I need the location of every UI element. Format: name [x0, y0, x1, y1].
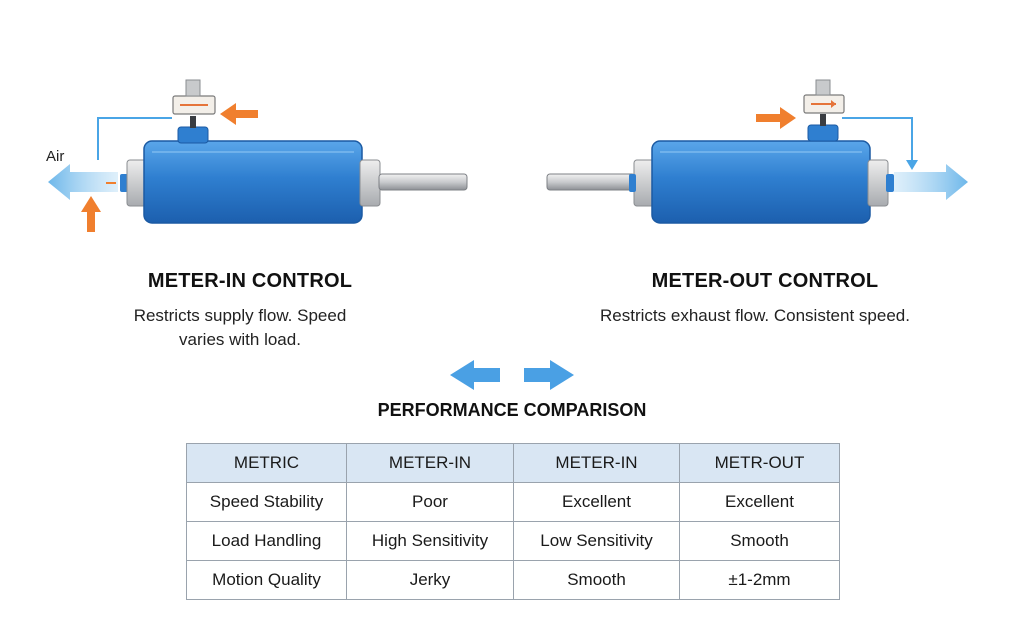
table-cell: Speed Stability — [186, 482, 347, 522]
valve-knob-right — [815, 79, 831, 96]
piston-rod — [378, 173, 468, 191]
header-cell: METER-IN — [346, 443, 514, 483]
meter-out-cylinder — [546, 79, 968, 224]
exhaust-flow-arrow-right — [894, 164, 968, 200]
table-cell: Smooth — [679, 521, 840, 561]
table-row: Load Handling High Sensitivity Low Sensi… — [186, 521, 840, 561]
header-cell: METRIC — [186, 443, 347, 483]
header-cell: METR-OUT — [679, 443, 840, 483]
table-cell: Smooth — [513, 560, 680, 600]
cylinder-barrel-right — [651, 140, 871, 224]
table-header-row: METRIC METER-IN METER-IN METR-OUT — [186, 443, 840, 483]
table-cell: Load Handling — [186, 521, 347, 561]
meter-in-cylinder — [48, 79, 468, 232]
control-arrow-right-valve — [756, 107, 796, 129]
left-port — [120, 174, 128, 192]
piston-rod-right — [546, 173, 636, 191]
table-cell: Motion Quality — [186, 560, 347, 600]
table-row: Speed Stability Poor Excellent Excellent — [186, 482, 840, 522]
right-end-cap — [359, 159, 381, 207]
top-fitting — [177, 126, 209, 144]
right-cyl-left-cap — [633, 159, 655, 207]
table-cell: ±1-2mm — [679, 560, 840, 600]
table-cell: High Sensitivity — [346, 521, 514, 561]
air-flow-arrow-left — [48, 164, 118, 200]
table-cell: Poor — [346, 482, 514, 522]
comparison-title: PERFORMANCE COMPARISON — [377, 400, 647, 420]
table-cell: Excellent — [679, 482, 840, 522]
compare-arrow-right — [524, 360, 574, 390]
supply-arrow-up — [81, 196, 101, 232]
cylinder-barrel — [143, 140, 363, 224]
compare-arrow-left — [450, 360, 500, 390]
meter-in-description: Restricts supply flow. Speed varies with… — [133, 306, 347, 349]
exhaust-line-right — [842, 117, 913, 162]
header-cell: METER-IN — [513, 443, 680, 483]
air-label: Air — [46, 148, 65, 165]
meter-in-title: METER-IN CONTROL — [147, 270, 353, 292]
table-row: Motion Quality Jerky Smooth ±1-2mm — [186, 560, 840, 600]
supply-line-left — [97, 117, 172, 160]
meter-out-title: METER-OUT CONTROL — [651, 270, 879, 292]
performance-table: METRIC METER-IN METER-IN METR-OUT Speed … — [186, 443, 840, 600]
table-cell: Excellent — [513, 482, 680, 522]
valve-knob — [185, 79, 201, 97]
top-fitting-right — [807, 124, 839, 142]
table-cell: Low Sensitivity — [513, 521, 680, 561]
table-cell: Jerky — [346, 560, 514, 600]
meter-out-description: Restricts exhaust flow. Consistent speed… — [600, 306, 910, 325]
right-cyl-right-cap — [867, 159, 889, 207]
control-arrow-left-valve — [220, 103, 258, 125]
